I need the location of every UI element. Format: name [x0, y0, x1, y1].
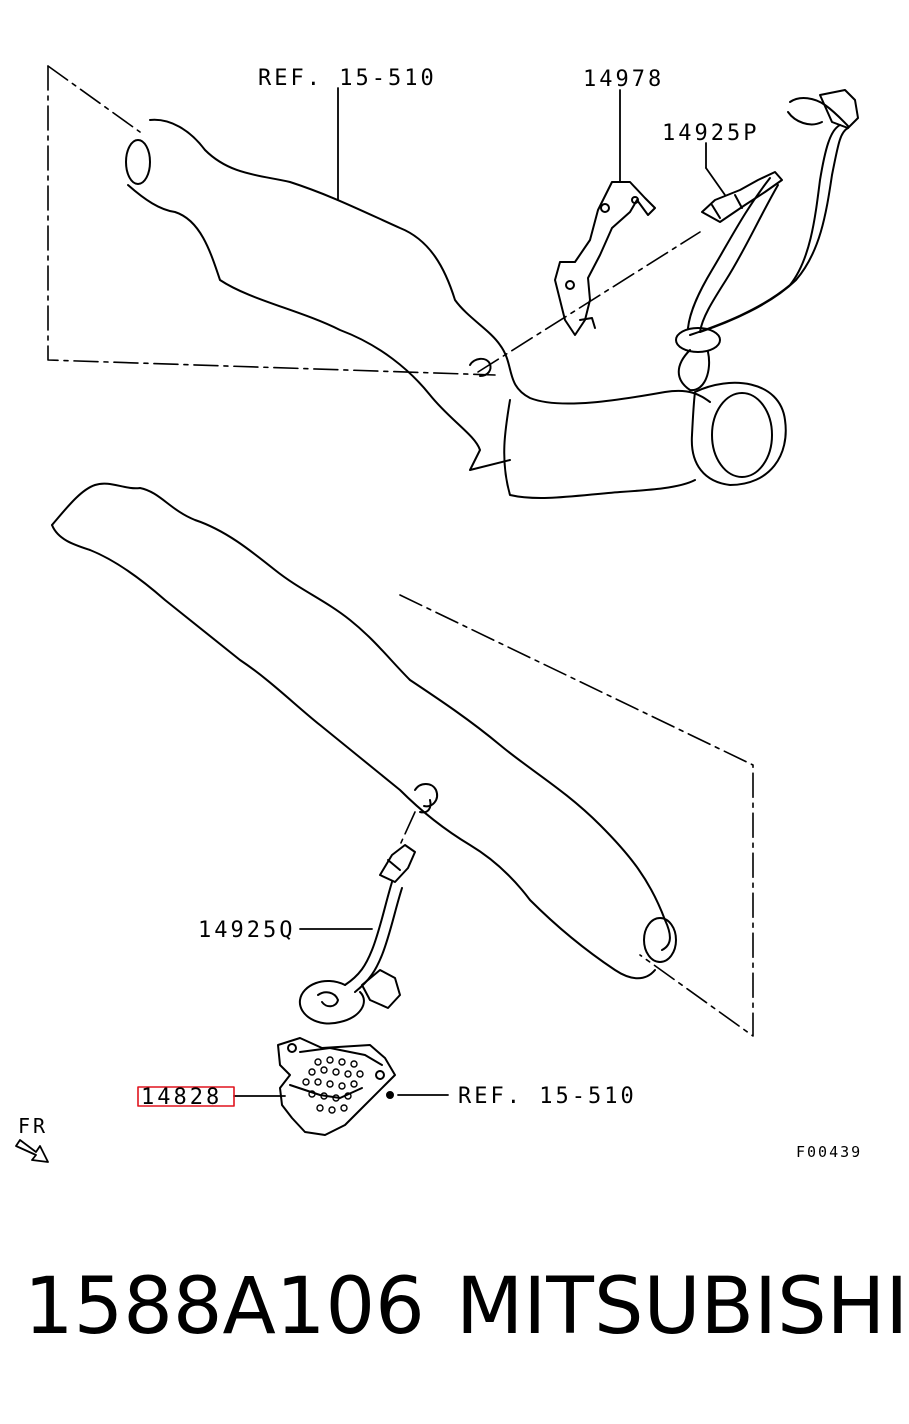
front-exhaust-pipe-lower: [51, 482, 677, 980]
brand-name: MITSUBISHI: [456, 1262, 909, 1352]
bracket-14978: [554, 181, 656, 336]
part-label-14978: 14978: [583, 67, 664, 92]
part-label-14828: 14828: [141, 1085, 222, 1110]
oxygen-sensor-14925q: [298, 844, 416, 1025]
oxygen-sensor-14925p: [675, 89, 859, 392]
catalytic-converter-upper: [125, 118, 787, 499]
heat-protector-14828: [277, 1037, 396, 1136]
ref-label-top: REF. 15-510: [258, 66, 437, 91]
reference-outline-lower: [399, 594, 754, 1037]
front-label: FR: [18, 1114, 48, 1138]
part-label-14925p: 14925P: [662, 121, 759, 146]
part-number: 1588A106: [24, 1262, 425, 1352]
ref-label-bottom: REF. 15-510: [458, 1084, 637, 1109]
part-highlight-box: [137, 1086, 235, 1107]
figure-code: F00439: [796, 1143, 862, 1161]
leader-lines: [233, 87, 726, 1097]
front-direction-arrow: [15, 1139, 49, 1163]
part-label-14925q: 14925Q: [198, 918, 295, 943]
heat-protector-holes: [302, 1056, 364, 1114]
part-caption: 1588A106 MITSUBISHI: [0, 1262, 909, 1372]
reference-outline-upper: [47, 65, 701, 376]
